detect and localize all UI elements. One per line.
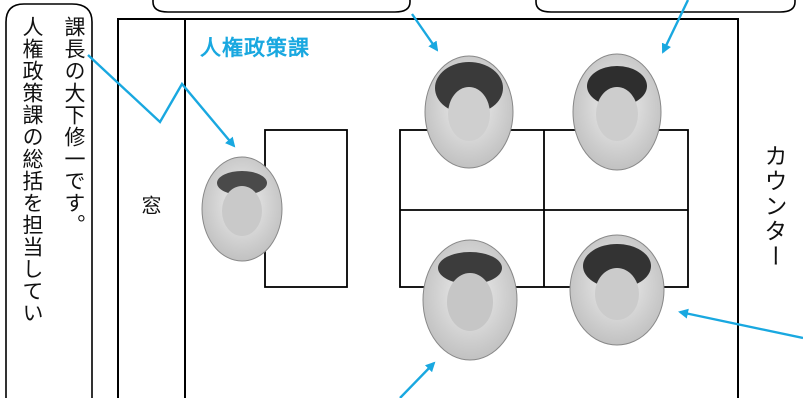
photo-staff-bottom-right — [569, 234, 665, 346]
counter-label: カウンター — [760, 144, 786, 269]
window-label: 窓 — [138, 195, 162, 215]
pointer-top-left — [411, 13, 439, 52]
callout-bubble-top-right — [535, 0, 796, 13]
pointer-bottom-left — [399, 361, 436, 398]
pointer-manager — [87, 54, 236, 148]
callout-text-line2: 人権政策課の総括を担当してい — [20, 16, 44, 324]
pointer-top-right — [661, 0, 690, 54]
photo-staff-top-left — [424, 55, 514, 169]
photo-staff-top-right — [572, 53, 662, 171]
callout-text-line1: 課長の大下修一です。 — [62, 16, 86, 236]
pointer-bottom-right — [678, 308, 803, 340]
department-title: 人権政策課 — [200, 36, 310, 60]
photo-staff-bottom-left — [422, 239, 518, 361]
photo-manager — [201, 156, 283, 262]
callout-bubble-left — [5, 3, 93, 398]
callout-bubble-top-left — [152, 0, 411, 13]
